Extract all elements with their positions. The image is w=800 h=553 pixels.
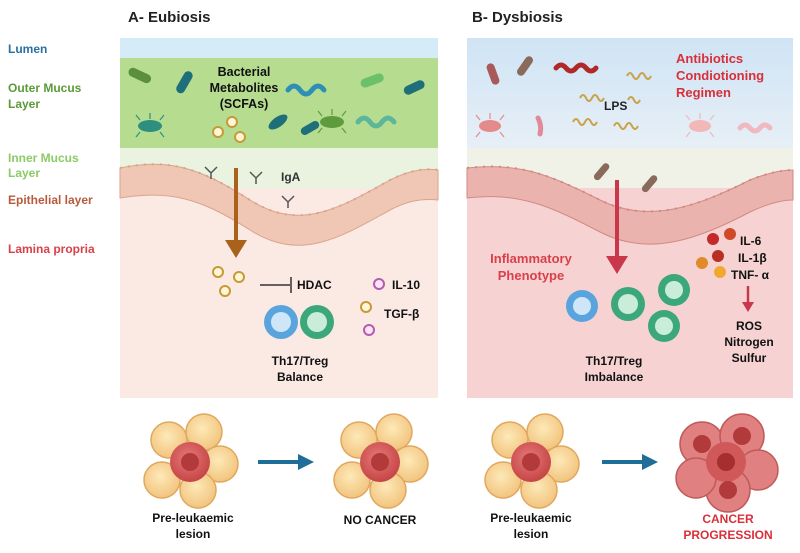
label-imbalance: Imbalance — [585, 370, 644, 384]
label-pre-leukaemic-a-1: Pre-leukaemic — [152, 511, 234, 525]
bacteria-group-a — [128, 67, 425, 138]
iga-icons — [204, 166, 295, 208]
label-bacterial: Bacterial — [218, 65, 271, 79]
label-il6: IL-6 — [740, 234, 762, 248]
label-antibiotics: Antibiotics — [676, 51, 743, 66]
label-metabolites: Metabolites — [210, 81, 279, 95]
cancer-progression-cluster — [675, 413, 779, 513]
arrow-ros — [742, 286, 754, 312]
label-lps: LPS — [604, 99, 627, 113]
label-inflammatory: Inflammatory — [490, 251, 572, 266]
t-cells-a — [264, 305, 334, 339]
label-inner-mucus-1: Inner Mucus — [8, 151, 79, 165]
label-hdac: HDAC — [297, 278, 332, 292]
label-th17-treg-b: Th17/Treg — [586, 354, 643, 368]
no-cancer-cluster — [333, 413, 429, 509]
label-pre-leukaemic-a-2: lesion — [176, 527, 211, 541]
bacteria-group-b — [475, 56, 773, 193]
label-scfas: (SCFAs) — [220, 97, 269, 111]
label-cancer: CANCER — [702, 512, 754, 526]
pre-leukaemic-cluster-b — [484, 413, 580, 509]
label-phenotype: Phenotype — [498, 268, 564, 283]
scfa-circles-top — [212, 116, 246, 143]
label-conditioning: Condiotioning — [676, 68, 764, 83]
label-il1b: IL-1β — [738, 251, 767, 265]
panel-a-background — [119, 38, 439, 398]
label-pre-leukaemic-b-2: lesion — [514, 527, 549, 541]
label-progression: PROGRESSION — [683, 528, 772, 542]
label-pre-leukaemic-b-1: Pre-leukaemic — [490, 511, 572, 525]
flow-arrow-b — [602, 454, 658, 470]
arrow-dysbiosis — [606, 180, 628, 274]
label-lamina-propria: Lamina propria — [8, 242, 95, 256]
label-epithelial: Epithelial layer — [8, 193, 93, 207]
label-balance: Balance — [277, 370, 323, 384]
label-iga: IgA — [281, 170, 301, 184]
title-eubiosis: A- Eubiosis — [128, 9, 211, 26]
label-th17-treg-a: Th17/Treg — [272, 354, 329, 368]
t-cells-b — [566, 274, 690, 342]
cytokine-circles-b — [696, 228, 736, 278]
label-outer-mucus-1: Outer Mucus — [8, 81, 82, 95]
scfa-circles-bottom — [212, 266, 245, 297]
arrow-eubiosis — [225, 168, 247, 258]
label-ros: ROS — [736, 319, 762, 333]
label-sulfur: Sulfur — [732, 351, 767, 365]
cytokine-circles-a — [360, 278, 385, 336]
hdac-inhibition-icon — [260, 277, 292, 293]
label-tnf-alpha: TNF- α — [731, 268, 770, 282]
label-regimen: Regimen — [676, 85, 731, 100]
label-nitrogen: Nitrogen — [724, 335, 773, 349]
label-lumen: Lumen — [8, 42, 47, 56]
title-dysbiosis: B- Dysbiosis — [472, 9, 563, 26]
label-tgf-beta: TGF-β — [384, 307, 419, 321]
label-inner-mucus-2: Layer — [8, 166, 40, 180]
flow-arrow-a — [258, 454, 314, 470]
label-outer-mucus-2: Layer — [8, 97, 40, 111]
label-no-cancer: NO CANCER — [344, 513, 417, 527]
label-il10: IL-10 — [392, 278, 420, 292]
pre-leukaemic-cluster-a — [143, 413, 239, 509]
